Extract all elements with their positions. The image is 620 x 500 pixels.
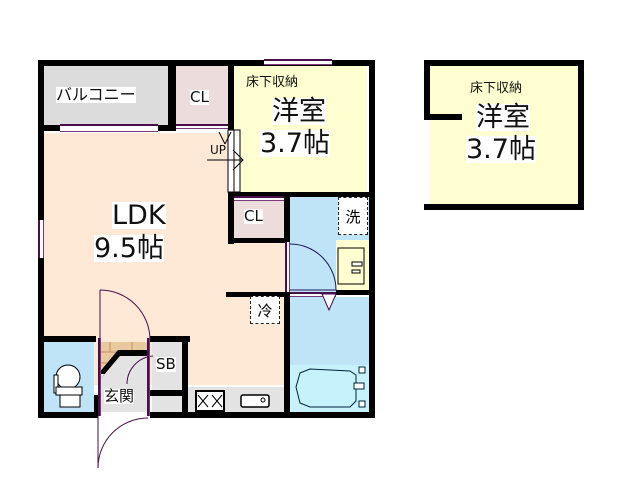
shoe-box-area xyxy=(152,342,182,412)
wall-closet-right xyxy=(228,60,234,132)
closet-top-label: CL xyxy=(190,88,209,106)
western-room-size: 3.7帖 xyxy=(260,128,330,159)
wall-balcony-right xyxy=(168,60,176,130)
stairs-up-arrow xyxy=(207,129,244,193)
vanity-sink-icon xyxy=(337,247,365,285)
window-balcony[interactable] xyxy=(60,124,158,132)
wall-bath-left xyxy=(284,292,290,418)
kitchen-sink-icon xyxy=(240,394,270,408)
fridge-space: 冷 xyxy=(250,296,280,324)
bathtub-icon xyxy=(295,366,366,408)
ldk-upper-extension xyxy=(44,133,234,153)
wall-sb-bottom xyxy=(150,390,186,396)
toilet-icon xyxy=(53,364,83,408)
outer-wall-bottom-left xyxy=(38,412,98,418)
wall-balcony-bottom-left xyxy=(38,125,62,131)
western-room-area xyxy=(234,66,367,192)
wall-balcony-bottom-mid xyxy=(158,125,176,131)
door-frame-washroom xyxy=(285,242,290,292)
window-ldk-left[interactable] xyxy=(38,220,44,258)
outer-wall-bottom-right xyxy=(150,412,375,418)
stairs-up-label: UP xyxy=(210,143,227,157)
door-entrance-outer[interactable] xyxy=(96,412,156,472)
entrance-frame-left xyxy=(98,338,101,416)
shoe-box-label: SB xyxy=(156,355,176,373)
wall-toilet-top xyxy=(38,336,96,342)
ldk-size: 9.5帖 xyxy=(94,233,164,264)
door-washroom[interactable] xyxy=(289,242,340,292)
balcony-label: バルコニー xyxy=(56,85,136,104)
washer-space: 洗 xyxy=(338,197,368,235)
door-ldk-entrance[interactable] xyxy=(98,288,158,348)
wall-closet-mid-bottom xyxy=(228,238,286,243)
ldk-name: LDK xyxy=(112,200,166,231)
wall-sb-top xyxy=(150,336,190,342)
western-room-sublabel: 床下収納 xyxy=(246,75,299,90)
door-bathroom-folding[interactable] xyxy=(320,293,340,314)
western-room-name: 洋室 xyxy=(272,96,326,127)
door-frame-bathroom xyxy=(290,292,336,297)
outer-wall-right xyxy=(369,60,375,418)
stove-icon xyxy=(195,390,225,412)
window-closet-mid xyxy=(234,196,284,201)
wall-wash-bath-divider xyxy=(336,290,375,295)
wall-fridge-top xyxy=(226,292,290,297)
window-closet-top xyxy=(176,124,228,129)
entrance-label: 玄関 xyxy=(104,387,135,405)
closet-mid-label: CL xyxy=(244,207,263,225)
entrance-frame-right xyxy=(147,338,150,416)
outer-wall-top xyxy=(38,60,374,66)
wall-western-bottom xyxy=(234,192,375,197)
wall-toilet-right xyxy=(94,395,98,415)
wall-western-left-lower xyxy=(228,188,234,244)
wall-sb-right xyxy=(182,336,188,416)
wall-washroom-left-top xyxy=(284,192,290,242)
window-western-top[interactable] xyxy=(264,59,332,65)
